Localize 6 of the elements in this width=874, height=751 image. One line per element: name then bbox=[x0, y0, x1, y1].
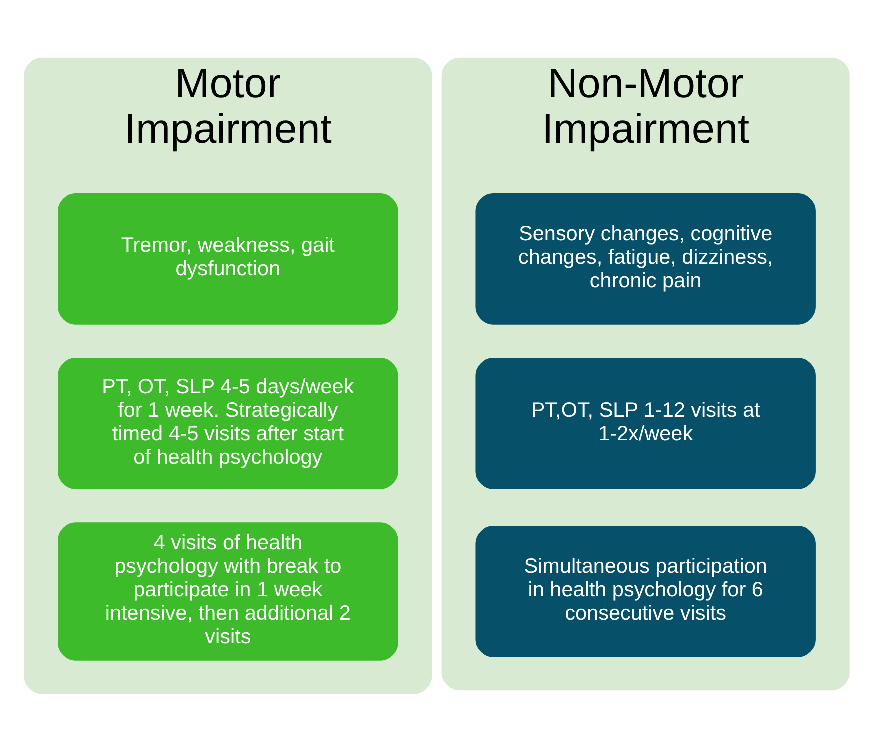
node-box: Sensory changes, cognitive changes, fatigue, dizziness, chronic pain bbox=[476, 192, 816, 324]
node-box: PT,OT, SLP 1-12 visits at 1-2x/week bbox=[476, 358, 816, 489]
node-box: 4 visits of health psychology with break to participate in 1 week intensive, then additional 2 visits bbox=[58, 522, 398, 660]
node-box: Simultaneous participation in health psychology for 6 consecutive visits bbox=[476, 526, 816, 657]
node-box: Tremor, weakness, gait dysfunction bbox=[58, 192, 398, 324]
node-box: PT, OT, SLP 4-5 days/week for 1 week. Strategically timed 4-5 visits after start of health psychology bbox=[58, 358, 398, 489]
